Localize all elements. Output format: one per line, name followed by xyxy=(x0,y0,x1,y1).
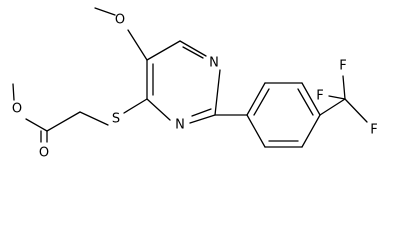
bond-ph-4-5 xyxy=(301,114,321,148)
bond-s-ch2 xyxy=(79,111,109,126)
bond-ph-6-1 xyxy=(246,114,266,148)
bond-ph-1-2 xyxy=(246,82,266,116)
bond-o-ester-methyl xyxy=(12,83,15,101)
bond-c5-c6 xyxy=(146,40,181,61)
bond-c6-n-upper xyxy=(179,40,207,57)
atom-o-ester-single: O xyxy=(12,102,22,117)
atom-n-lower: N xyxy=(175,118,185,133)
bond-o-c5 xyxy=(127,29,148,61)
bond-c-f-top xyxy=(342,75,346,100)
bond-ph-3-4 xyxy=(301,82,321,116)
bond-c2-n-lower-double xyxy=(191,108,212,117)
atom-n-upper: N xyxy=(209,56,219,71)
bond-lines xyxy=(12,7,368,148)
atom-o-methoxy-ring: O xyxy=(115,13,125,28)
structure-canvas: O N N S O O F F F xyxy=(12,7,378,161)
atom-f-top: F xyxy=(339,59,346,74)
atom-o-carbonyl: O xyxy=(39,146,49,161)
bond-c-f-right xyxy=(344,98,368,123)
molecule-diagram: O N N S O O F F F xyxy=(11,7,378,161)
bond-n-upper-c2 xyxy=(214,69,221,116)
atom-s-thioether: S xyxy=(112,112,120,127)
bond-c6-n-upper-double xyxy=(182,46,204,59)
bond-c2-n-lower xyxy=(189,114,216,124)
atom-labels: O N N S O O F F F xyxy=(12,13,378,161)
bond-ph-cf3 xyxy=(319,98,346,116)
bond-n-lower-c4 xyxy=(146,98,171,121)
bond-ph-1-2-double xyxy=(253,88,270,116)
atom-f-right: F xyxy=(370,123,377,138)
bond-c-f-left xyxy=(328,95,346,100)
atom-f-left: F xyxy=(316,89,323,104)
bond-ph-3-4-double xyxy=(297,88,314,116)
bond-c4-s xyxy=(123,98,148,114)
bond-methyl-o xyxy=(94,7,116,16)
bond-ch2-carbonyl-c xyxy=(46,111,81,132)
bond-carbonyl-c-o-ester xyxy=(25,118,48,132)
